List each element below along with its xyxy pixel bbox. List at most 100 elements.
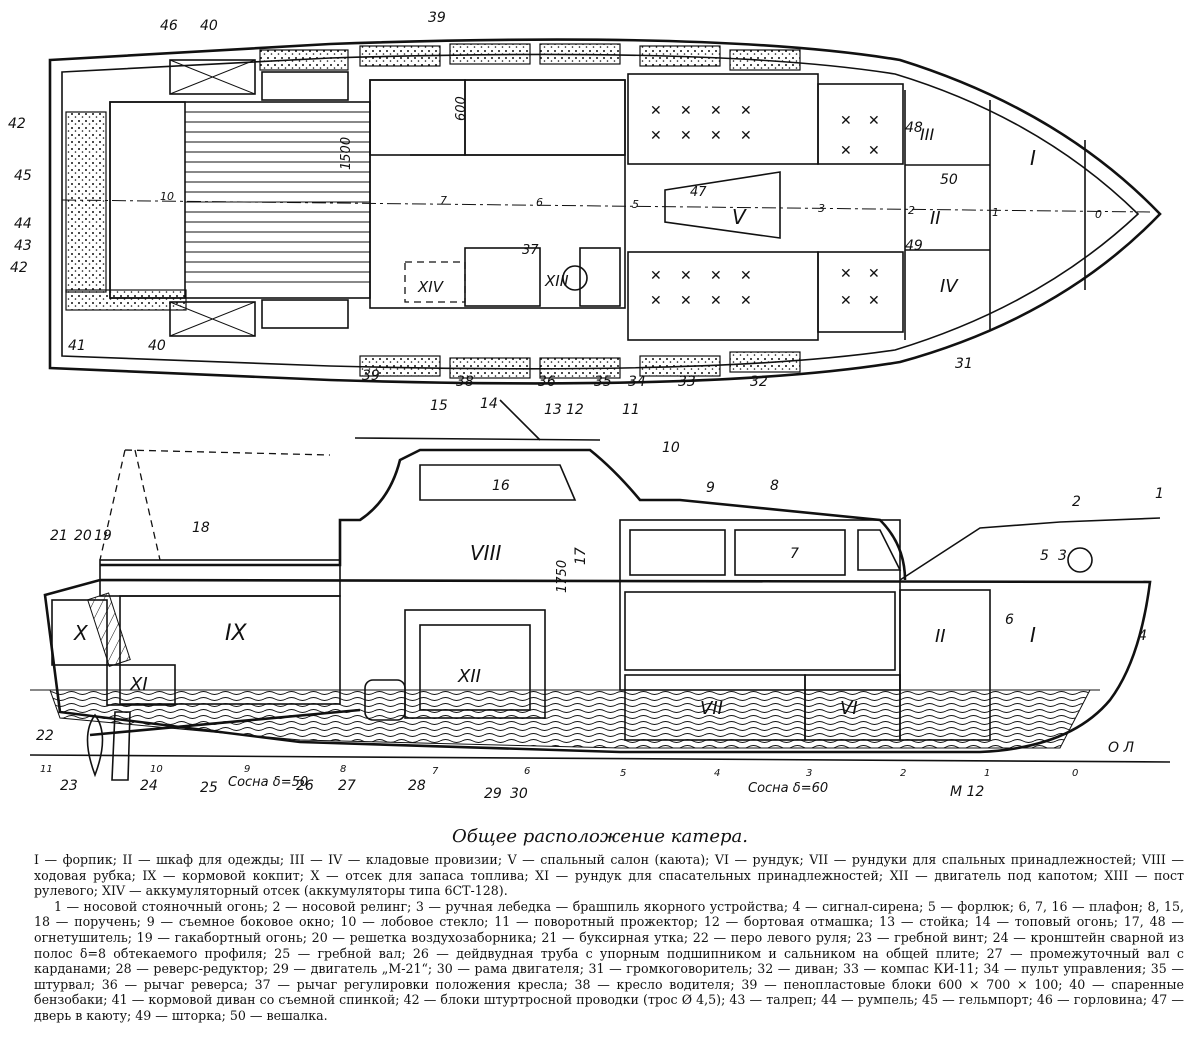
steering-wheel-plan xyxy=(562,265,588,291)
plan-label-38: 38 xyxy=(456,374,474,390)
profile-label-28: 28 xyxy=(408,778,426,794)
svg-text:✕: ✕ xyxy=(710,268,722,284)
profile-hull xyxy=(43,578,1152,754)
profile-sosna-60: Сосна δ=60 xyxy=(748,781,828,796)
cockpit-slats xyxy=(185,111,370,283)
profile-label-27: 27 xyxy=(338,778,356,794)
svg-text:✕: ✕ xyxy=(740,128,752,144)
plan-roman-IV: IV xyxy=(940,276,959,297)
profile-roman-VII: VII xyxy=(700,698,723,719)
svg-text:✕: ✕ xyxy=(650,268,662,284)
profile-station-0: 0 xyxy=(1072,768,1078,779)
wheelhouse-window xyxy=(419,464,577,501)
stern-sofa-back xyxy=(87,592,131,668)
svg-text:✕: ✕ xyxy=(650,128,662,144)
plan-label-50: 50 xyxy=(940,172,958,188)
cockpit-deck xyxy=(109,101,371,299)
plan-label-40b: 40 xyxy=(148,338,166,354)
profile-label-18: 18 xyxy=(192,520,210,536)
profile-roman-VI: VI xyxy=(840,698,858,719)
profile-station-2: 2 xyxy=(900,768,906,779)
plan-label-36: 36 xyxy=(538,374,556,390)
profile-label-20: 20 xyxy=(74,528,92,544)
profile-label-13: 13 xyxy=(544,402,562,418)
profile-label-30: 30 xyxy=(510,786,528,802)
plan-roman-I: I xyxy=(1030,146,1036,170)
driver-seat-plan xyxy=(464,247,541,307)
mast xyxy=(499,399,541,441)
engine-bay xyxy=(404,609,546,719)
plan-roman-V: V xyxy=(732,205,747,229)
profile-station-7: 7 xyxy=(432,766,439,777)
svg-text:✕: ✕ xyxy=(868,143,880,159)
legend-parts: 1 — носовой стояночный огонь; 2 — носово… xyxy=(34,898,1184,1023)
plan-label-48: 48 xyxy=(905,120,923,136)
plan-roman-III: III xyxy=(920,125,934,144)
plan-label-33: 33 xyxy=(678,374,696,390)
plan-label-49: 49 xyxy=(905,238,923,254)
cockpit-coaming xyxy=(99,559,341,597)
plan-dim-600: 600 xyxy=(454,96,469,121)
profile-label-8: 8 xyxy=(770,478,779,494)
plan-label-43: 43 xyxy=(14,238,32,254)
profile-label-5: 5 xyxy=(1040,548,1049,564)
svg-text:✕: ✕ xyxy=(740,293,752,309)
profile-label-15: 15 xyxy=(430,398,448,414)
plan-label-41: 41 xyxy=(68,338,86,354)
profile-label-19: 19 xyxy=(94,528,112,544)
plan-roman-XIII: XIII xyxy=(544,272,569,290)
profile-roman-II: II xyxy=(935,626,946,647)
profile-station-1: 1 xyxy=(984,768,990,779)
plan-dim-1500: 1500 xyxy=(339,137,354,170)
svg-text:✕: ✕ xyxy=(680,103,692,119)
foam-blocks xyxy=(65,43,801,379)
profile-station-3: 3 xyxy=(806,768,812,779)
profile-dim-1750: 1750 xyxy=(555,560,570,593)
waterline xyxy=(29,754,1171,763)
cabin-door xyxy=(664,171,781,239)
profile-label-26: 26 xyxy=(296,778,314,794)
cabin-window-2 xyxy=(734,529,846,576)
plan-roman-XIV: XIV xyxy=(417,278,445,296)
svg-text:✕: ✕ xyxy=(868,293,880,309)
plan-station-1: 1 xyxy=(992,206,999,219)
profile-label-10: 10 xyxy=(662,440,680,456)
svg-text:✕: ✕ xyxy=(740,103,752,119)
plan-label-39a: 39 xyxy=(428,10,446,26)
profile-label-25: 25 xyxy=(200,780,218,796)
plan-station-5: 5 xyxy=(632,198,639,211)
plan-label-37: 37 xyxy=(522,243,539,258)
profile-label-29: 29 xyxy=(484,786,502,802)
profile-label-22: 22 xyxy=(36,728,54,744)
sofa-marks: ✕✕✕✕ ✕✕✕✕ ✕✕✕✕ ✕✕✕✕ ✕✕✕✕ ✕✕✕✕ xyxy=(650,103,880,309)
plan-label-42a: 42 xyxy=(8,116,26,132)
plan-hull-outline xyxy=(48,38,1162,385)
general-arrangement-drawing: ✕✕✕✕ ✕✕✕✕ ✕✕✕✕ ✕✕✕✕ ✕✕✕✕ ✕✕✕✕ 39 46 40 4… xyxy=(8,10,1171,802)
profile-label-17: 17 xyxy=(573,547,589,565)
bow-railing xyxy=(899,517,1161,581)
profile-m12: M 12 xyxy=(950,784,984,800)
plan-roman-II: II xyxy=(930,208,941,229)
svg-text:✕: ✕ xyxy=(680,293,692,309)
plan-station-6: 6 xyxy=(536,196,543,209)
figure-legend: I — форпик; II — шкаф для одежды; III — … xyxy=(34,852,1184,1024)
anchor-winch xyxy=(1067,547,1093,573)
profile-sosna-50: Сосна δ=50 xyxy=(228,775,308,790)
profile-label-4: 4 xyxy=(1138,628,1147,644)
svg-text:✕: ✕ xyxy=(680,268,692,284)
profile-roman-XI: XI xyxy=(129,674,148,695)
profile-station-6: 6 xyxy=(524,766,530,777)
plan-label-47: 47 xyxy=(690,185,707,200)
profile-view: 1 2 3 4 5 6 7 8 9 10 11 12 13 14 15 16 1… xyxy=(29,396,1171,802)
profile-label-23: 23 xyxy=(60,778,78,794)
stern-sofa xyxy=(109,101,186,299)
svg-text:✕: ✕ xyxy=(740,268,752,284)
forepeak-box xyxy=(899,589,991,741)
plan-station-2: 2 xyxy=(908,204,915,217)
profile-label-12: 12 xyxy=(566,402,584,418)
plan-label-35: 35 xyxy=(594,374,612,390)
cockpit-box xyxy=(119,595,341,705)
plan-station-10: 10 xyxy=(160,190,174,203)
profile-label-9: 9 xyxy=(706,480,715,496)
figure-caption: Общее расположение катера. xyxy=(452,826,748,847)
